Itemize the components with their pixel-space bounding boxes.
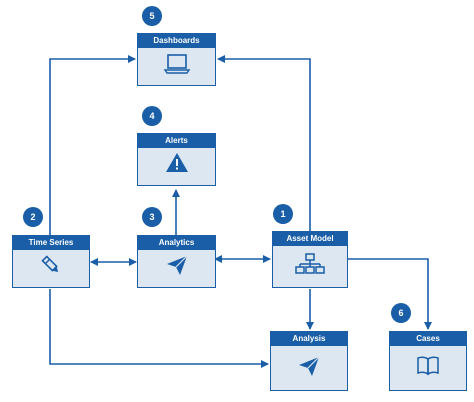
- node-alerts[interactable]: Alerts: [137, 133, 216, 186]
- node-title: Time Series: [13, 236, 89, 250]
- node-title: Asset Model: [273, 232, 347, 246]
- paper-plane-icon: [164, 253, 190, 282]
- node-title: Dashboards: [138, 34, 215, 48]
- step-badge: 3: [142, 207, 162, 227]
- step-badge: 6: [391, 303, 411, 323]
- connector-time-series-to-analysis: [49, 289, 269, 368]
- paper-plane-icon: [296, 354, 322, 383]
- connector-asset-model-to-cases: [348, 258, 432, 330]
- node-title: Cases: [390, 332, 466, 346]
- node-asset-model[interactable]: Asset Model: [272, 231, 348, 288]
- step-badge: 1: [273, 204, 293, 224]
- node-dashboards[interactable]: Dashboards: [137, 33, 216, 86]
- step-badge: 5: [142, 6, 162, 26]
- connector-time-series-to-dashboards: [49, 55, 136, 235]
- connector-asset-model-to-dashboards: [217, 55, 311, 231]
- node-time-series[interactable]: Time Series: [12, 235, 90, 288]
- pencil-icon: [39, 253, 63, 282]
- node-title: Alerts: [138, 134, 215, 148]
- open-book-icon: [415, 354, 441, 383]
- node-title: Analysis: [271, 332, 347, 346]
- step-badge: 2: [23, 207, 43, 227]
- hierarchy-icon: [295, 252, 325, 285]
- step-badge: 4: [142, 106, 162, 126]
- node-analytics[interactable]: Analytics: [137, 235, 216, 288]
- laptop-icon: [163, 51, 191, 80]
- node-title: Analytics: [138, 236, 215, 250]
- warning-triangle-icon: [164, 151, 190, 180]
- node-analysis[interactable]: Analysis: [270, 331, 348, 391]
- node-cases[interactable]: Cases: [389, 331, 467, 391]
